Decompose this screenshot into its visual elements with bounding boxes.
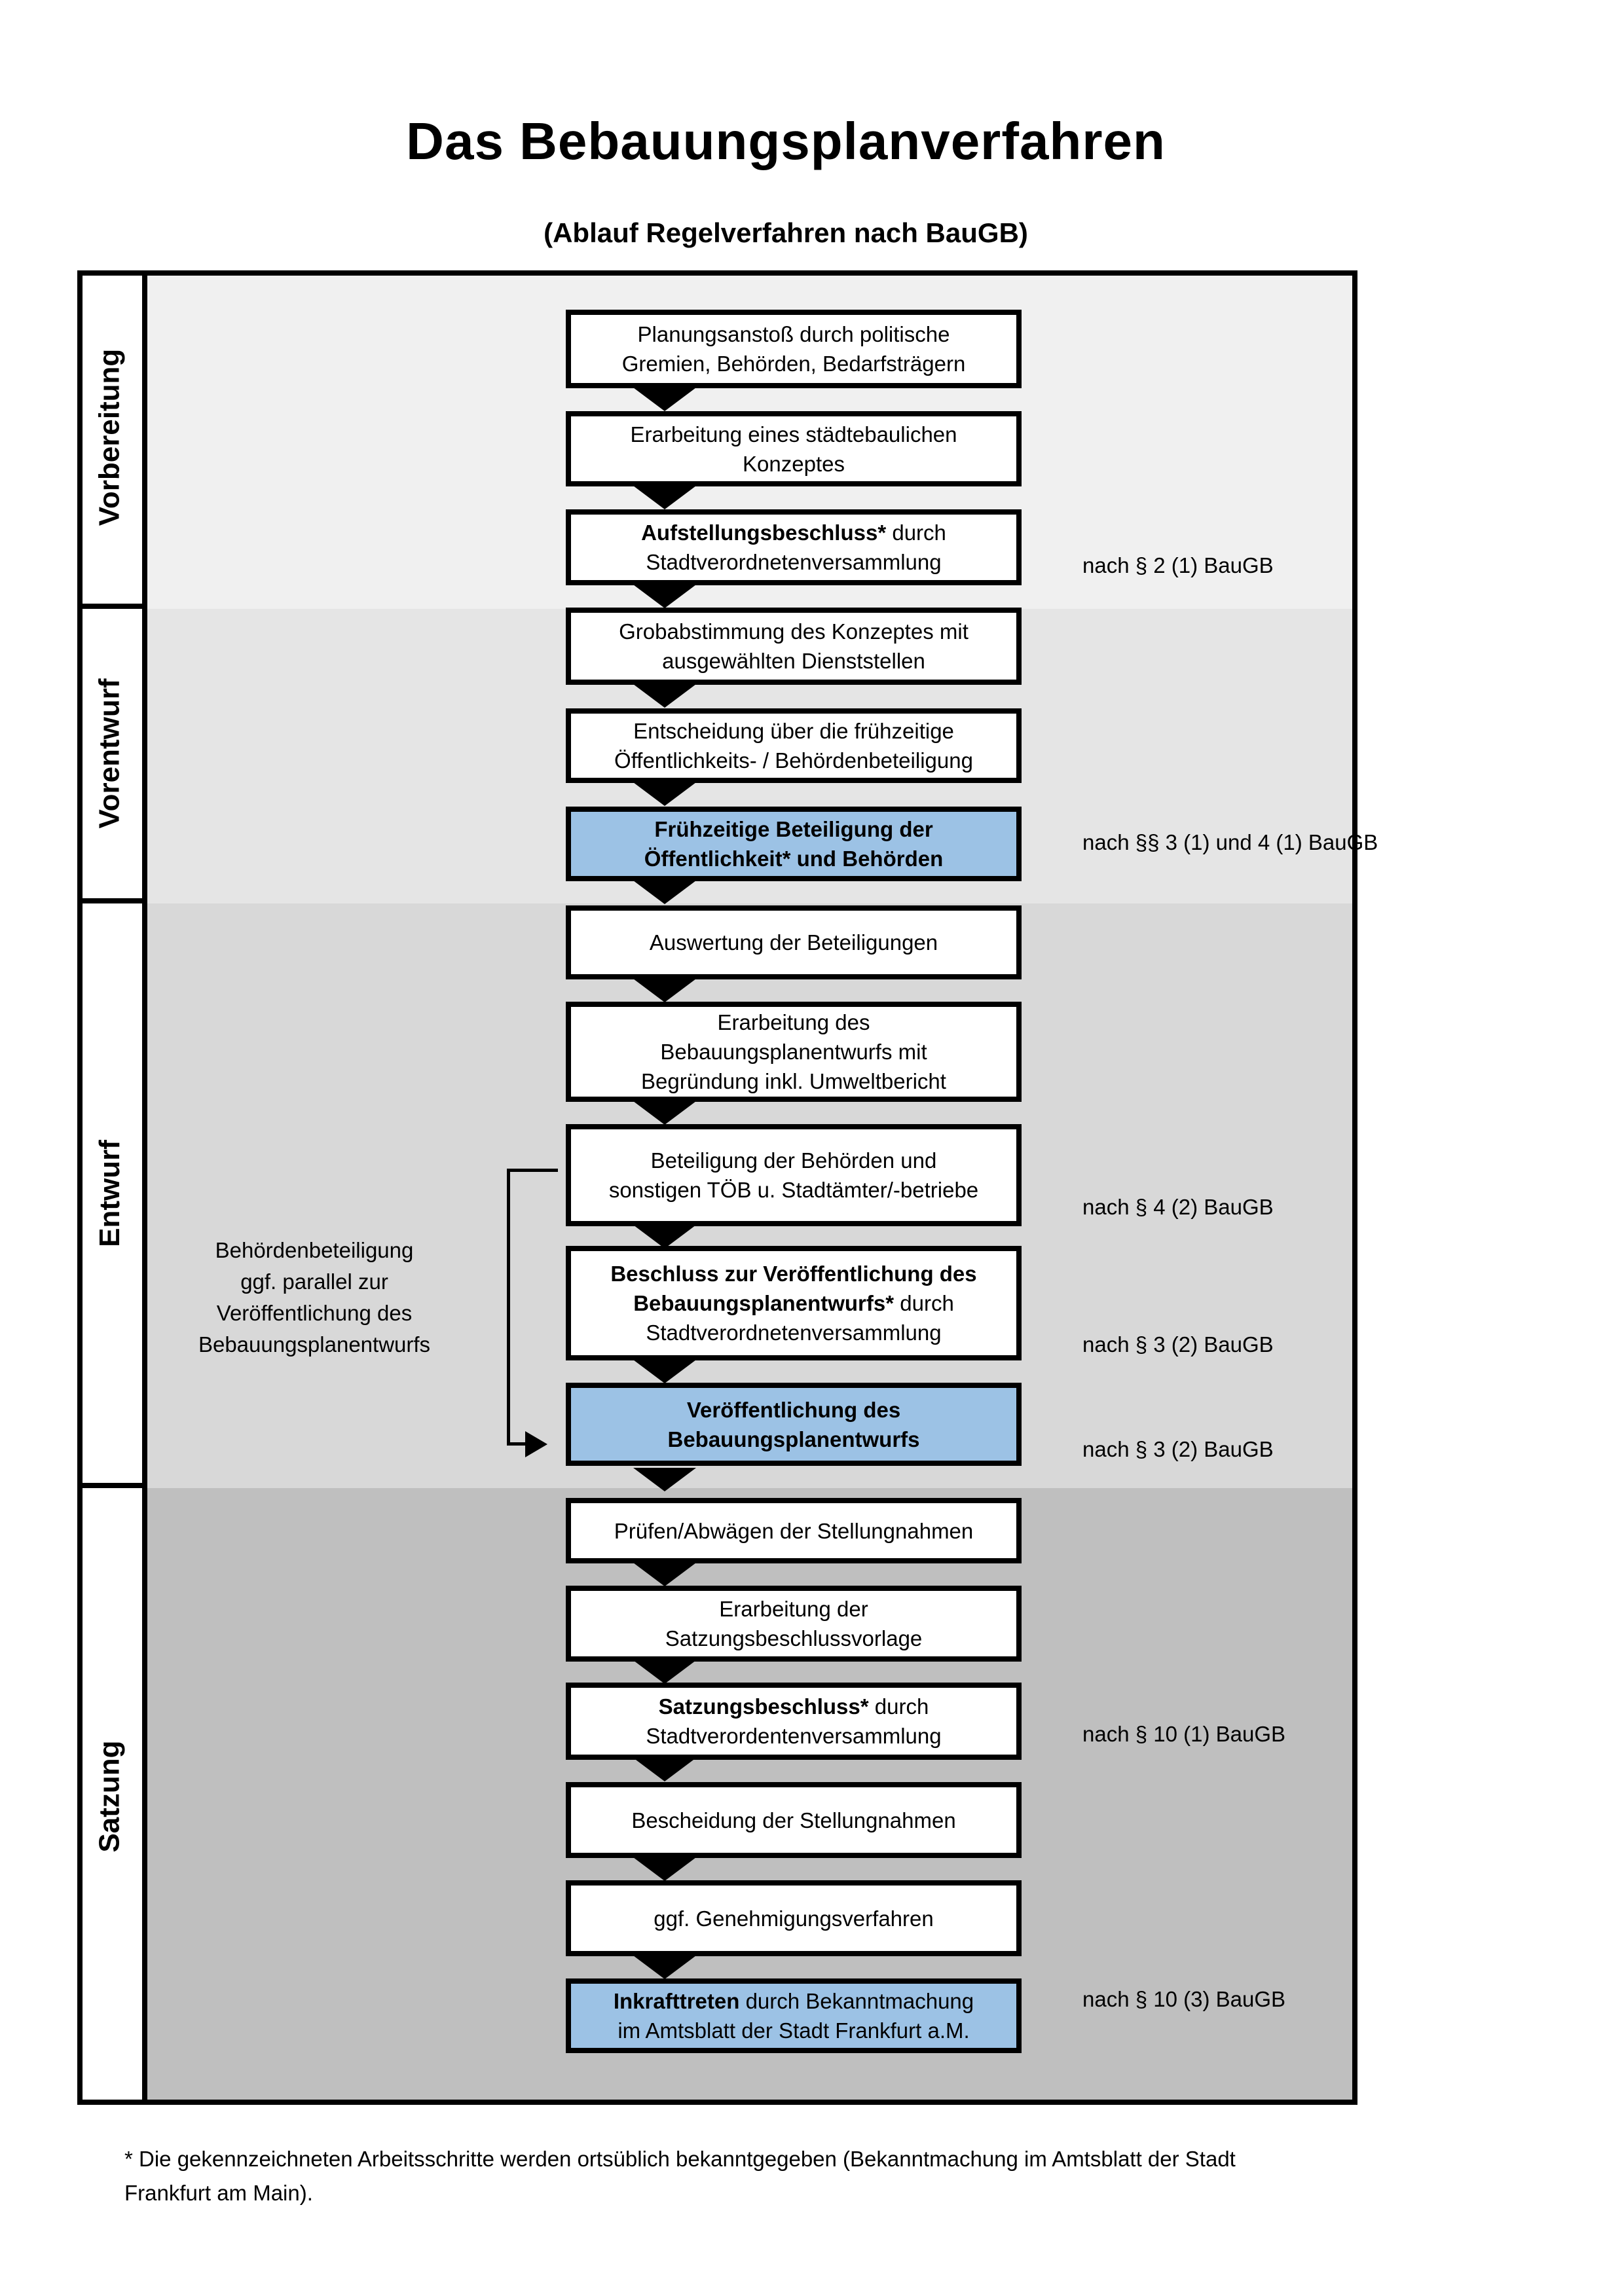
- legal-ref-satzungsbeschluss: nach § 10 (1) BauGB: [1082, 1722, 1286, 1746]
- step-planungsanstoss: Planungsanstoß durch politische Gremien,…: [566, 310, 1022, 388]
- step-veroeffentlichung-entwurf: Veröffentlichung des Bebauungsplanentwur…: [566, 1383, 1022, 1466]
- step-satzungsbeschluss: Satzungsbeschluss* durch Stadtverordente…: [566, 1683, 1022, 1760]
- down-arrow: [633, 1101, 696, 1125]
- down-arrow: [633, 881, 696, 904]
- legal-ref-behoerden-beteiligung: nach § 4 (2) BauGB: [1082, 1195, 1274, 1219]
- step-satzungsbeschlussvorlage: Erarbeitung der Satzungsbeschlussvorlage: [566, 1586, 1022, 1662]
- footnote-line: * Die gekennzeichneten Arbeitsschritte w…: [124, 2147, 1236, 2171]
- down-arrow: [633, 1225, 696, 1248]
- step-fruehzeitige-beteiligung: Frühzeitige Beteiligung der Öffentlichke…: [566, 807, 1022, 881]
- legal-ref-fruehzeitige-beteiligung: nach §§ 3 (1) und 4 (1) BauGB: [1082, 830, 1378, 854]
- page-subtitle: (Ablauf Regelverfahren nach BauGB): [544, 217, 1028, 248]
- down-arrow: [633, 1857, 696, 1881]
- side-note-line: Bebauungsplanentwurfs: [198, 1332, 431, 1357]
- side-note-line: ggf. parallel zur: [240, 1269, 388, 1294]
- step-veroeffentlichungsbeschluss: Beschluss zur Veröffentlichung des Bebau…: [566, 1246, 1022, 1360]
- step-inkrafttreten: Inkrafttreten durch Bekanntmachung im Am…: [566, 1978, 1022, 2053]
- down-arrow: [633, 388, 696, 411]
- step-genehmigungsverfahren: ggf. Genehmigungsverfahren: [566, 1880, 1022, 1956]
- down-arrow: [633, 979, 696, 1002]
- phase-label-vorentwurf: Vorentwurf: [77, 609, 147, 903]
- step-bebauungsplanentwurf-erarbeitung: Erarbeitung des Bebauungsplanentwurfs mi…: [566, 1002, 1022, 1102]
- side-note-line: Behördenbeteiligung: [215, 1238, 414, 1262]
- down-arrow: [633, 1468, 696, 1491]
- step-grobabstimmung: Grobabstimmung des Konzeptes mit ausgewä…: [566, 608, 1022, 685]
- down-arrow: [633, 1956, 696, 1979]
- footnote: * Die gekennzeichneten Arbeitsschritte w…: [124, 2142, 1526, 2210]
- down-arrow: [633, 1360, 696, 1383]
- footnote-line: Frankfurt am Main).: [124, 2181, 313, 2205]
- parallel-connector-vertical-line: [507, 1169, 510, 1446]
- step-pruefen-abwaegen: Prüfen/Abwägen der Stellungnahmen: [566, 1498, 1022, 1563]
- down-arrow: [633, 585, 696, 608]
- down-arrow: [633, 486, 696, 509]
- down-arrow: [633, 1660, 696, 1684]
- page-title: Das Bebauungsplanverfahren: [406, 112, 1166, 170]
- parallel-connector-bottom-line: [507, 1442, 526, 1446]
- phase-label-entwurf: Entwurf: [77, 903, 147, 1488]
- arrow-right-icon: [525, 1431, 547, 1457]
- down-arrow: [633, 782, 696, 806]
- side-note: Behördenbeteiligung ggf. parallel zur Ve…: [170, 1235, 458, 1360]
- down-arrow: [633, 1758, 696, 1781]
- parallel-connector-top-line: [507, 1169, 558, 1172]
- legal-ref-inkrafttreten: nach § 10 (3) BauGB: [1082, 1987, 1286, 2011]
- step-bescheidung-stellungnahmen: Bescheidung der Stellungnahmen: [566, 1782, 1022, 1858]
- down-arrow: [633, 684, 696, 708]
- step-konzept-erarbeitung: Erarbeitung eines städtebaulichen Konzep…: [566, 411, 1022, 486]
- down-arrow: [633, 1563, 696, 1586]
- legal-ref-veroeffentlichung: nach § 3 (2) BauGB: [1082, 1437, 1274, 1461]
- legal-ref-aufstellungsbeschluss: nach § 2 (1) BauGB: [1082, 553, 1274, 577]
- side-note-line: Veröffentlichung des: [216, 1301, 413, 1325]
- phase-label-vorbereitung: Vorbereitung: [77, 270, 147, 609]
- phase-label-satzung: Satzung: [77, 1488, 147, 2105]
- step-entscheidung-beteiligung: Entscheidung über die frühzeitige Öffent…: [566, 708, 1022, 783]
- step-behoerden-beteiligung: Beteiligung der Behörden und sonstigen T…: [566, 1124, 1022, 1226]
- step-aufstellungsbeschluss: Aufstellungsbeschluss* durch Stadtverord…: [566, 509, 1022, 585]
- legal-ref-veroeffentlichungsbeschluss: nach § 3 (2) BauGB: [1082, 1332, 1274, 1357]
- step-auswertung-beteiligungen: Auswertung der Beteiligungen: [566, 905, 1022, 979]
